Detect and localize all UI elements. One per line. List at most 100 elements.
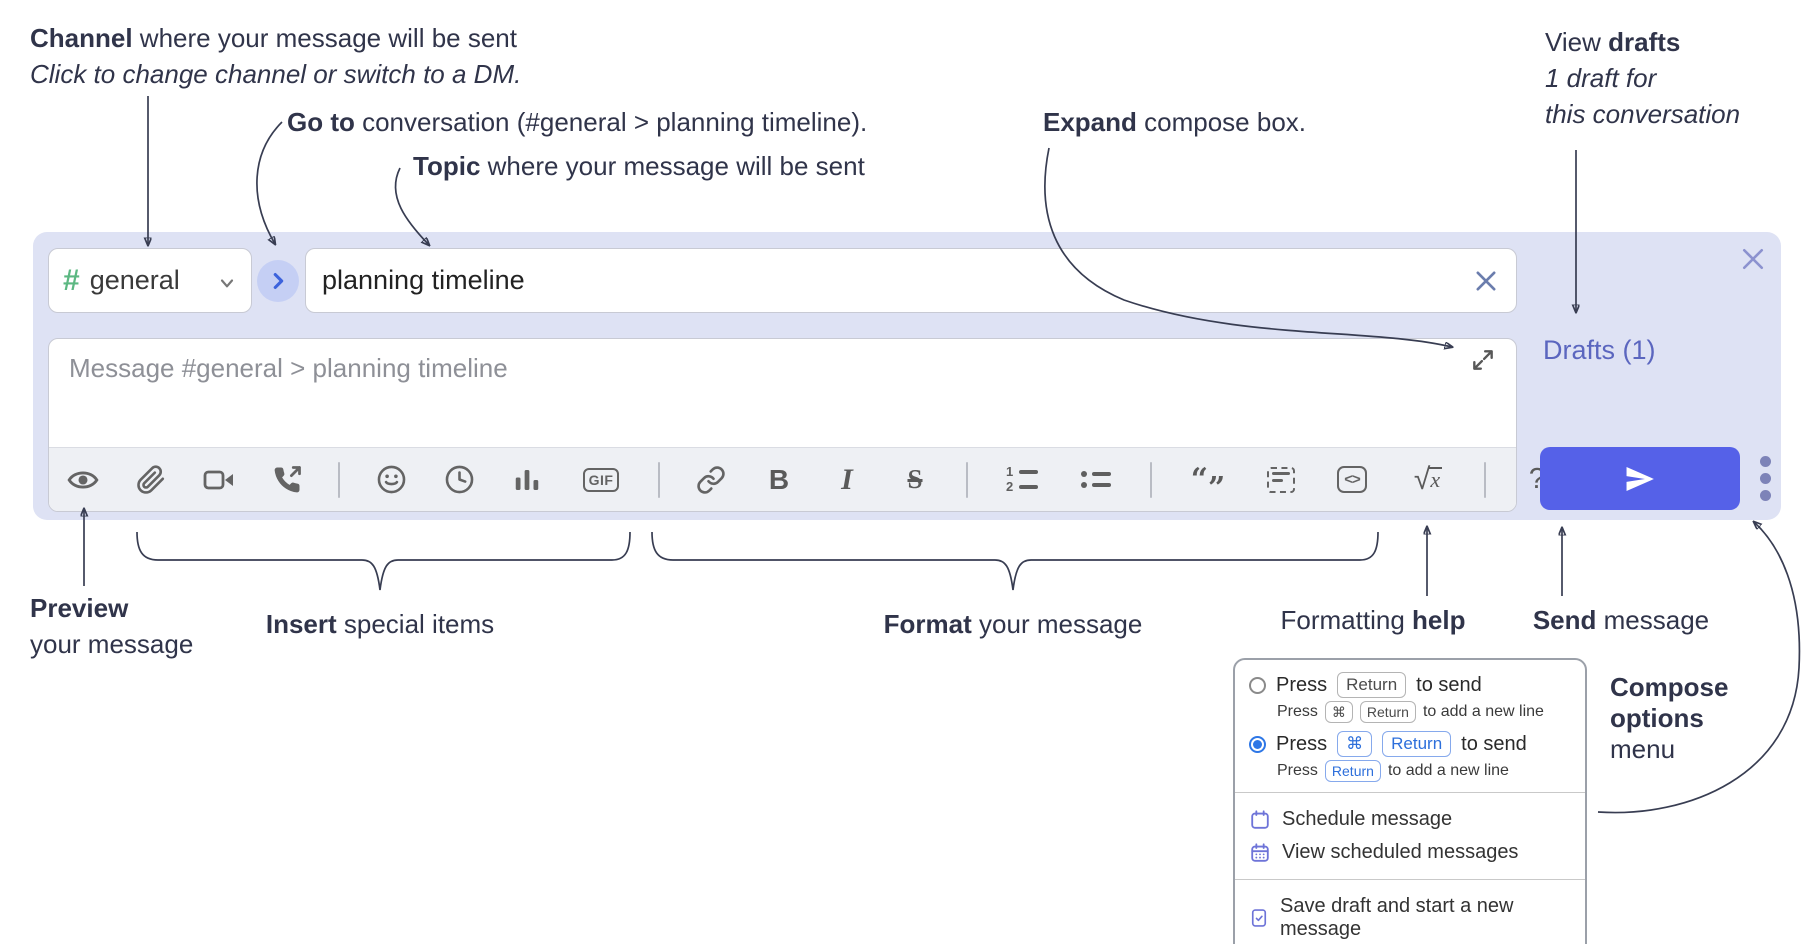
strikethrough-icon: S [907,464,923,494]
formatting-help-annotation: Formatting help [1280,605,1466,635]
italic-icon: I [841,462,853,496]
drafts-link[interactable]: Drafts (1) [1543,335,1656,365]
send-option-cmd-return-sub: Press Return to add a new line [1277,760,1571,782]
cmd-key: ⌘ [1324,701,1353,723]
italic-button[interactable]: I [830,463,864,497]
compose-options-menu-button[interactable] [1760,456,1771,501]
calendar-grid-icon [1251,842,1269,862]
send-option-return-sub: Press ⌘ Return to add a new line [1277,701,1571,723]
topic-input[interactable] [306,249,1516,312]
send-plane-icon [1626,466,1654,491]
math-button[interactable]: √x [1406,463,1450,497]
gif-icon: GIF [582,467,620,492]
toolbar-divider [658,461,660,498]
emoji-button[interactable] [374,463,408,497]
toolbar-divider [338,461,340,498]
topic-input-wrapper [305,248,1517,313]
cmd-key: ⌘ [1337,731,1373,757]
return-key: Return [1382,731,1452,757]
toolbar-divider [1484,461,1486,498]
send-option-cmd-return[interactable]: Press ⌘ Return to send [1249,731,1571,757]
channel-name: general [89,265,180,295]
numbered-list-icon: 1 2 [1006,465,1038,493]
gif-button[interactable]: GIF [578,463,624,497]
code-button[interactable]: <> [1332,463,1372,497]
math-icon: √x [1413,462,1443,496]
smiley-icon [377,465,405,494]
preview-button[interactable] [66,463,100,497]
return-key: Return [1324,760,1381,782]
calendar-icon [1251,809,1269,829]
menu-item-view-scheduled[interactable]: View scheduled messages [1249,836,1571,869]
channel-annotation: Channel where your message will be sent … [30,20,521,92]
expand-annotation: Expand compose box. [1043,107,1307,137]
compose-options-popup: Press Return to send Press ⌘ Return to a… [1233,658,1587,944]
bold-icon: B [768,463,790,495]
kebab-dot [1760,473,1771,484]
message-input[interactable] [49,339,1516,447]
chevron-down-icon [220,278,234,287]
audio-call-button[interactable] [270,463,304,497]
link-icon [697,465,725,494]
bulleted-list-icon [1081,471,1111,488]
channel-annotation-rest: where your message will be sent [132,23,517,53]
topic-annotation: Topic where your message will be sent [413,151,865,181]
video-call-button[interactable] [202,463,236,497]
kebab-dot [1760,490,1771,501]
bulleted-list-button[interactable] [1076,463,1116,497]
insert-annotation: Insert special items [265,609,495,639]
phone-call-icon [274,465,301,492]
quote-button[interactable]: “” [1186,461,1230,506]
quote-icon: “” [1190,461,1226,506]
channel-hash-icon: # [63,263,80,297]
compose-toolbar: GIF B I S [49,447,1545,511]
expand-compose-icon[interactable] [1470,347,1496,373]
kebab-dot [1760,456,1771,467]
compose-options-annotation: Compose options menu [1610,672,1729,764]
insert-brace [136,531,631,591]
channel-selector[interactable]: # general [48,248,252,313]
menu-item-save-draft[interactable]: Save draft and start a new message [1249,890,1571,944]
preview-annotation: Preview your message [30,593,194,659]
topic-clear-icon[interactable] [1472,267,1500,295]
link-button[interactable] [694,463,728,497]
clock-icon [445,465,473,494]
toolbar-divider [1150,461,1152,498]
attach-file-button[interactable] [134,463,168,497]
goto-arrow [256,121,283,244]
radio-unselected-icon[interactable] [1249,676,1266,694]
menu-item-schedule-message[interactable]: Schedule message [1249,803,1571,836]
bold-button[interactable]: B [762,463,796,497]
schedule-time-button[interactable] [442,463,476,497]
chevron-right-icon [273,273,284,289]
paperclip-icon [137,464,165,494]
code-icon: <> [1337,466,1367,493]
numbered-list-button[interactable]: 1 2 [1002,463,1042,497]
go-to-conversation-button[interactable] [257,260,299,302]
message-compose-area: GIF B I S [48,338,1545,512]
radio-selected-icon[interactable] [1249,735,1266,753]
send-option-return[interactable]: Press Return to send [1249,672,1571,698]
drafts-annotation: View drafts 1 draft for this conversatio… [1545,27,1741,129]
close-compose-icon[interactable] [1738,244,1768,274]
strikethrough-button[interactable]: S [898,463,932,497]
channel-annotation-sub: Click to change channel or switch to a D… [30,59,522,89]
return-key: Return [1337,672,1407,698]
document-check-icon [1251,909,1267,927]
format-brace [651,531,1379,591]
poll-button[interactable] [510,463,544,497]
toolbar-divider [966,461,968,498]
popup-divider [1235,792,1585,793]
goto-annotation: Go to conversation (#general > planning … [287,107,868,137]
compose-options-curve [1597,522,1801,814]
spoiler-icon [1267,466,1295,493]
spoiler-button[interactable] [1264,463,1298,497]
send-annotation: Send message [1532,605,1710,635]
return-key: Return [1359,701,1416,723]
send-button[interactable] [1540,447,1740,510]
bar-chart-icon [515,469,539,490]
channel-annotation-bold: Channel [30,23,133,53]
format-annotation: Format your message [883,609,1143,639]
eye-icon [67,470,99,489]
